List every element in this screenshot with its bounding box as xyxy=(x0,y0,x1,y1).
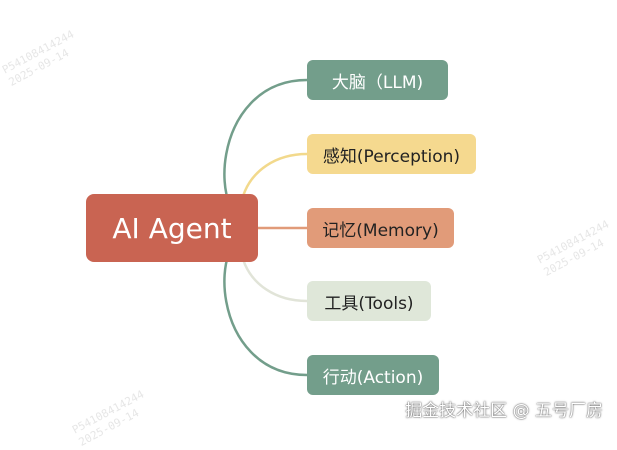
branch-label-action: 行动(Action) xyxy=(322,367,424,388)
branch-node-llm[interactable]: 大脑（LLM) xyxy=(307,60,448,100)
watermark-bottom-left: P54108414244 2025-09-14 xyxy=(70,388,153,450)
watermark-top-left: P54108414244 2025-09-14 xyxy=(0,28,83,90)
branch-node-tools[interactable]: 工具(Tools) xyxy=(307,281,431,321)
branch-node-action[interactable]: 行动(Action) xyxy=(307,355,439,395)
branch-node-memory[interactable]: 记忆(Memory) xyxy=(307,208,454,248)
root-node-ai-agent[interactable]: AI Agent xyxy=(86,194,258,262)
watermark-right: P54108414244 2025-09-14 xyxy=(535,218,617,280)
branch-label-tools: 工具(Tools) xyxy=(324,293,414,314)
branch-label-perception: 感知(Perception) xyxy=(322,146,461,167)
mindmap-canvas: AI Agent 大脑（LLM) 感知(Perception) 记忆(Memor… xyxy=(0,27,617,449)
branch-node-perception[interactable]: 感知(Perception) xyxy=(307,134,476,174)
footer-credit: 掘金技术社区 @ 五号厂房 xyxy=(405,401,603,421)
branch-label-memory: 记忆(Memory) xyxy=(322,220,439,241)
branch-label-llm: 大脑（LLM) xyxy=(331,72,424,93)
root-node-label: AI Agent xyxy=(112,211,232,245)
